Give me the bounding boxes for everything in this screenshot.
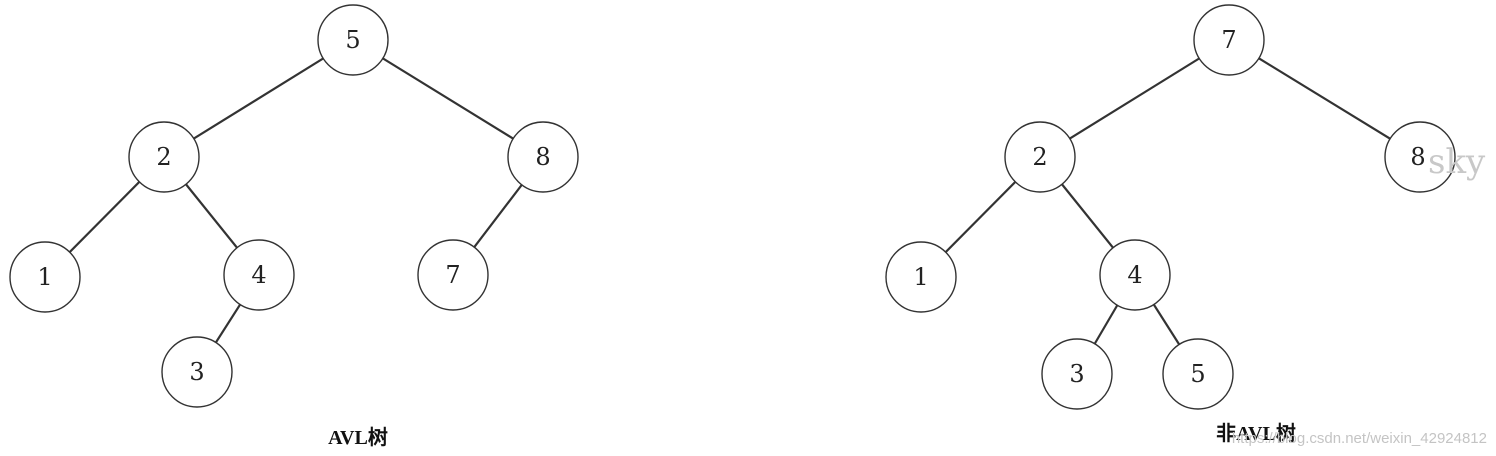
- non-avl-tree-caption: 非AVL树: [1216, 422, 1296, 445]
- node-label: 4: [251, 261, 266, 289]
- tree-node: 2: [1004, 121, 1076, 193]
- watermark-sky: sky: [1428, 142, 1486, 182]
- tree-node: 3: [1041, 338, 1113, 410]
- edge-5-8: [352, 39, 544, 158]
- node-label: 1: [37, 263, 52, 291]
- node-label: 7: [1221, 26, 1236, 54]
- tree-node: 8: [1384, 121, 1456, 193]
- edge-5-2: [163, 39, 354, 158]
- watermark-url: https://blog.csdn.net/weixin_42924812: [1232, 430, 1487, 447]
- node-label: 3: [1069, 360, 1084, 388]
- tree-node: 4: [223, 239, 295, 311]
- tree-node: 3: [161, 336, 233, 408]
- tree-node: 7: [1193, 4, 1265, 76]
- non-avl-tree: 7 2 8 1 4 3 5 非AVL树: [885, 4, 1456, 445]
- tree-node: 4: [1099, 239, 1171, 311]
- node-label: 4: [1127, 261, 1142, 289]
- node-label: 7: [445, 261, 460, 289]
- node-label: 8: [535, 143, 550, 171]
- node-label: 5: [1190, 360, 1205, 388]
- node-label: 1: [913, 263, 928, 291]
- edge-7-8: [1228, 39, 1421, 158]
- node-label: 5: [345, 26, 360, 54]
- avl-tree-caption: AVL树: [328, 426, 388, 449]
- tree-node: 8: [507, 121, 579, 193]
- tree-node: 1: [9, 241, 81, 313]
- tree-node: 5: [317, 4, 389, 76]
- edge-7-2: [1039, 39, 1230, 158]
- tree-node: 7: [417, 239, 489, 311]
- node-label: 2: [1032, 143, 1047, 171]
- tree-node: 2: [128, 121, 200, 193]
- node-label: 2: [156, 143, 171, 171]
- tree-node: 5: [1162, 338, 1234, 410]
- node-label: 8: [1410, 143, 1425, 171]
- tree-node: 1: [885, 241, 957, 313]
- avl-tree: 5 2 8 1 4 7 3 AVL树: [9, 4, 579, 449]
- node-label: 3: [189, 358, 204, 386]
